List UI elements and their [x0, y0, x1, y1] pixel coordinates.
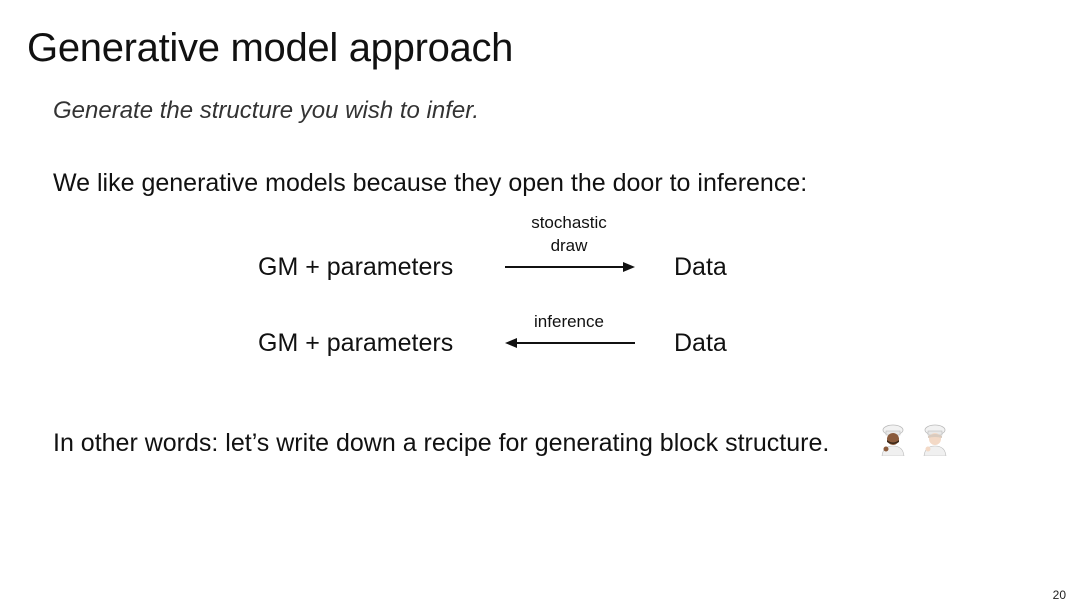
left-arrow-icon: [505, 338, 635, 348]
forward-gm-label: GM + parameters: [258, 253, 454, 281]
backward-gm-label: GM + parameters: [258, 329, 454, 357]
chef-icon: [881, 424, 905, 456]
page-number: 20: [1052, 588, 1066, 602]
chef-icon: [923, 424, 947, 456]
forward-arrow-label-line1: stochastic: [531, 213, 607, 232]
forward-data-label: Data: [674, 253, 727, 281]
closing-text: In other words: let’s write down a recip…: [53, 429, 830, 457]
right-arrow-icon: [505, 262, 635, 272]
slide-title: Generative model approach: [27, 26, 514, 70]
forward-arrow-label-line2: draw: [550, 236, 588, 255]
backward-arrow-label: inference: [534, 312, 604, 331]
backward-data-label: Data: [674, 329, 727, 357]
intro-text: We like generative models because they o…: [53, 169, 808, 197]
slide-subtitle: Generate the structure you wish to infer…: [53, 97, 479, 124]
